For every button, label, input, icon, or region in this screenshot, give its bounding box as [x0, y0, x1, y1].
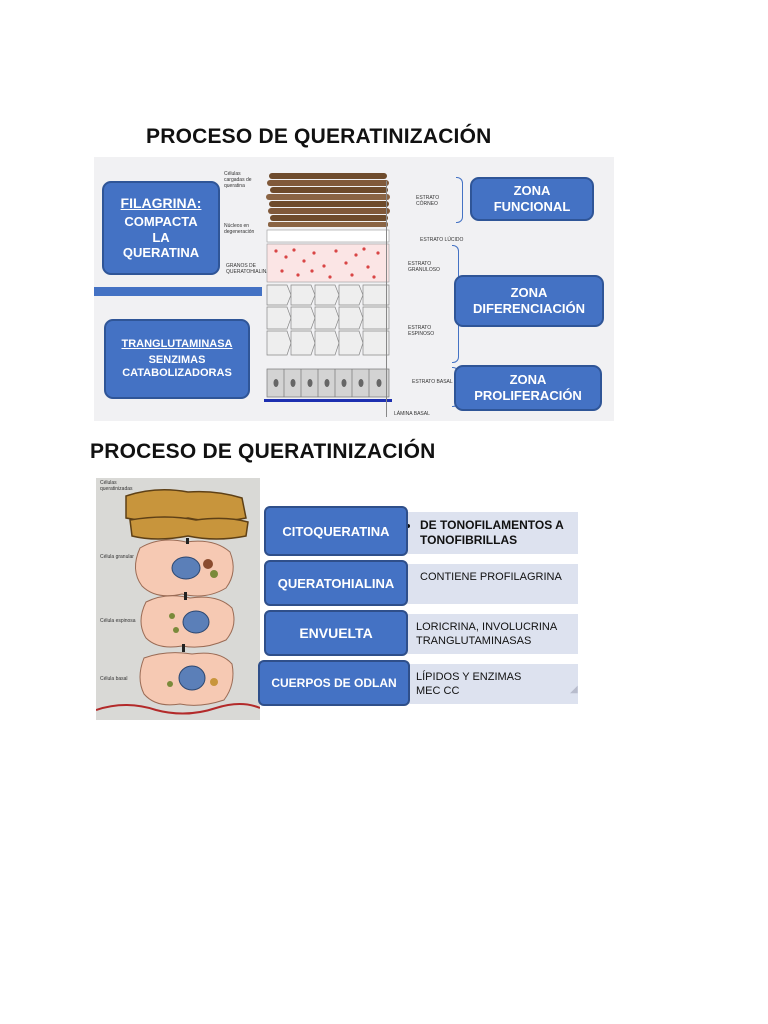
panel-1: PROCESO DE QUERATINIZACIÓN FILAGRINA: CO…	[94, 115, 614, 421]
strata-line	[386, 181, 387, 417]
zona-proliferacion-box: ZONA PROLIFERACIÓN	[454, 365, 602, 411]
basal-membrane	[95, 703, 261, 715]
basal-nucleus	[178, 665, 206, 691]
corneo-layers	[266, 173, 390, 227]
info-envuelta: LORICRINA, INVOLUCRINA TRANGLUTAMINASAS	[398, 614, 578, 654]
zona-funcional-box: ZONA FUNCIONAL	[470, 177, 594, 221]
category-citoqueratina: CITOQUERATINA	[264, 506, 408, 556]
label-celulas: Células cargadas de queratina	[224, 171, 252, 189]
tranglutaminasa-heading: TRANGLUTAMINASA	[121, 337, 233, 350]
panel-2-title: PROCESO DE QUERATINIZACIÓN	[90, 440, 436, 463]
filagrina-heading: FILAGRINA:	[120, 195, 202, 212]
label-espinoso: ESTRATO ESPINOSO	[408, 325, 435, 337]
lucido-layer	[266, 229, 390, 243]
panel-1-title: PROCESO DE QUERATINIZACIÓN	[146, 125, 492, 148]
info-envuelta-item-2: TRANGLUTAMINASAS	[416, 634, 570, 648]
category-queratohialina: QUERATOHIALINA	[264, 560, 408, 606]
info-citoqueratina-item: DE TONOFILAMENTOS A TONOFIBRILLAS	[420, 518, 570, 548]
cell-illustration-panel: Células queratinizadas Célula granular C…	[95, 478, 261, 720]
label-granos: GRANOS DE QUERATOHIALINA	[226, 263, 270, 275]
resize-handle-icon: ◢	[570, 684, 578, 695]
arrow-to-tissue	[94, 287, 262, 296]
info-cuerpos-odlan-item-1: LÍPIDOS Y ENZIMAS	[416, 670, 570, 684]
label-corneo: ESTRATO CÓRNEO	[416, 195, 440, 207]
label-espinosa: Célula espinosa	[100, 618, 136, 624]
zona-diferenciacion-box: ZONA DIFERENCIACIÓN	[454, 275, 604, 327]
espinoso-layer	[266, 284, 390, 356]
label-queratinizadas: Células queratinizadas	[100, 480, 133, 492]
info-cuerpos-odlan: LÍPIDOS Y ENZIMAS MEC CC	[398, 664, 578, 704]
label-lucido: ESTRATO LÚCIDO	[420, 237, 464, 243]
filagrina-box: FILAGRINA: COMPACTA LA QUERATINA	[102, 181, 220, 275]
basal-layer	[264, 368, 392, 402]
category-envuelta: ENVUELTA	[264, 610, 408, 656]
label-nucleos: Núcleos en degeneración	[224, 223, 255, 235]
espinosa-nucleus	[182, 610, 210, 634]
info-citoqueratina: DE TONOFILAMENTOS A TONOFIBRILLAS	[398, 512, 578, 554]
label-basal-cell: Célula basal	[100, 676, 128, 682]
tranglutaminasa-body: SENZIMAS CATABOLIZADORAS	[122, 353, 232, 380]
granular-nucleus	[171, 556, 201, 580]
granuloso-layer	[266, 243, 390, 283]
info-cuerpos-odlan-item-2: MEC CC	[416, 684, 570, 698]
label-granular: Célula granular	[100, 554, 134, 560]
epidermis-illustration	[264, 173, 392, 402]
info-queratohialina: CONTIENE PROFILAGRINA	[398, 564, 578, 604]
info-queratohialina-item: CONTIENE PROFILAGRINA	[420, 571, 562, 583]
cell-illustration	[95, 489, 261, 715]
bracket-funcional	[456, 177, 463, 223]
tranglutaminasa-box: TRANGLUTAMINASA SENZIMAS CATABOLIZADORAS	[104, 319, 250, 399]
info-envuelta-item-1: LORICRINA, INVOLUCRINA	[416, 620, 570, 634]
label-granuloso: ESTRATO GRANULOSO	[408, 261, 440, 273]
queratinizadas-cells	[125, 489, 249, 540]
filagrina-body: COMPACTA LA QUERATINA	[122, 214, 200, 261]
label-lamina: LÁMINA BASAL	[394, 411, 430, 417]
category-cuerpos-odlan: CUERPOS DE ODLAN	[258, 660, 410, 706]
label-basal: ESTRATO BASAL	[412, 379, 453, 385]
